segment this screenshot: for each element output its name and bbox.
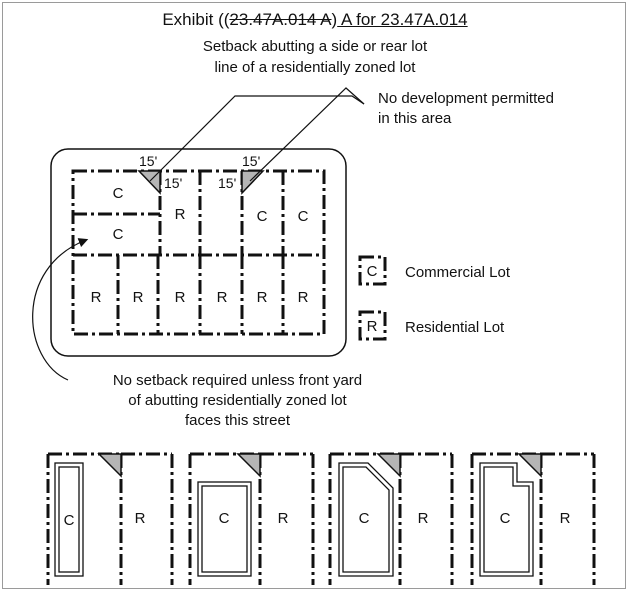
example-3-residential-label: R [418,510,429,527]
no-development-line-2: in this area [378,110,452,127]
lot-label-bottom-4: R [217,289,228,306]
lot-label-bottom-1: R [91,289,102,306]
example-4-setback-triangle [517,453,542,478]
example-3-setback-triangle [376,453,401,478]
leader-line-triangle-2 [249,87,365,182]
lot-label-bottom-5: R [257,289,268,306]
no-setback-line-1: No setback required unless front yard [112,372,363,389]
lot-label-top-2: R [175,206,186,223]
example-2-lot-lines [188,452,315,585]
exhibit-title: Exhibit ((23.47A.014 A) A for 23.47A.014 [0,10,630,30]
title-prefix: Exhibit (( [162,10,230,29]
example-1-setback-triangle [97,453,122,478]
legend-residential-label: Residential Lot [405,319,505,336]
legend-commercial-label: Commercial Lot [405,264,511,281]
example-3-commercial-label: C [359,510,370,527]
title-struck-reference: 23.47A.014 A [229,10,332,29]
example-3-lot-lines [328,452,454,585]
subtitle-line-2: line of a residentially zoned lot [214,59,416,76]
example-2-building-inner [201,485,248,573]
lot-label-bottom-6: R [298,289,309,306]
example-4-building-inner [483,466,530,573]
no-development-line-1: No development permitted [378,90,554,107]
legend-commercial-box [358,255,387,286]
title-suffix: A for 23.47A.014 [337,10,468,29]
no-development-callout: No development permitted in this area [378,89,554,129]
lot-label-top-3: C [257,208,268,225]
no-setback-callout: No setback required unless front yard of… [0,371,475,431]
example-4-commercial-label: C [500,510,511,527]
legend-residential-box [358,310,387,341]
lot-label-bottom-2: R [133,289,144,306]
example-1-lot-lines [46,452,174,585]
setback-label-1: 15' [139,153,157,169]
leader-arrow-street [32,238,89,381]
setback-label-3: 15' [242,153,260,169]
legend-commercial-symbol: C [367,263,378,280]
example-2-setback-triangle [236,453,261,478]
subtitle-line-1: Setback abutting a side or rear lot [202,38,428,55]
example-1-building-inner [58,466,80,573]
example-2-commercial-label: C [219,510,230,527]
legend-residential-symbol: R [367,318,378,335]
example-3-building-inner [342,466,390,573]
leader-line-triangle-1 [149,95,365,182]
example-4-building [479,462,534,577]
no-setback-line-3: faces this street [184,412,291,429]
example-1-commercial-label: C [64,512,75,529]
lot-label-top-1: C [113,185,124,202]
no-setback-line-2: of abutting residentially zoned lot [128,392,347,409]
example-1-building [54,462,84,577]
setback-label-2: 15' [164,175,182,191]
example-1-residential-label: R [135,510,146,527]
setback-triangle-2 [241,170,265,195]
example-4-residential-label: R [560,510,571,527]
setback-label-4: 15' [218,175,236,191]
example-2-building [197,481,252,577]
lot-label-bottom-3: R [175,289,186,306]
lot-label-top-4: C [298,208,309,225]
title-closing: ) [331,10,338,29]
example-4-lot-lines [470,452,596,585]
example-3-building [338,462,394,577]
example-2-residential-label: R [278,510,289,527]
lot-label-left-lower: C [113,226,124,243]
street-boundary [50,148,347,357]
